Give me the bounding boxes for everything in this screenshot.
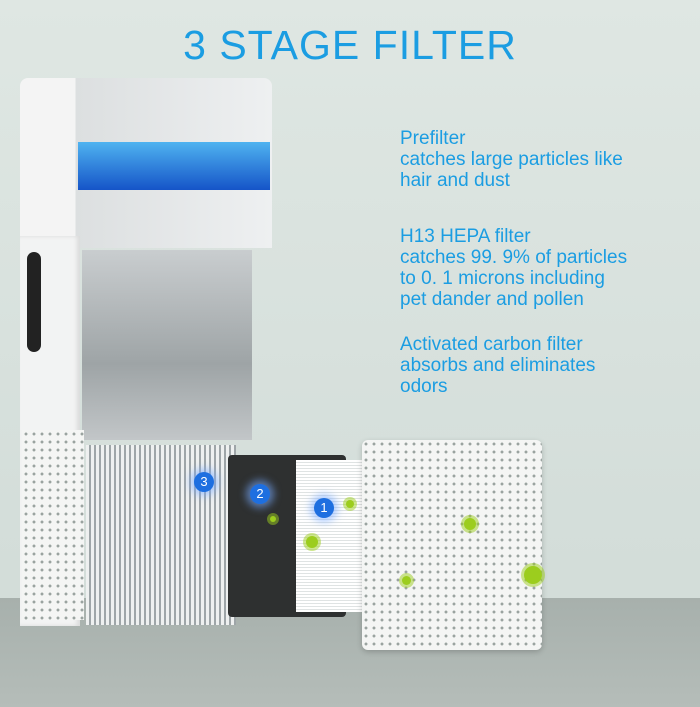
stage-name: Activated carbon filter [400,334,583,355]
germ-icon [402,576,411,585]
germ-icon [346,500,354,508]
prefilter-mesh [296,460,366,612]
hepa-cylinder [86,445,236,625]
germ-icon [524,566,542,584]
stage-name: H13 HEPA filter [400,226,531,247]
stage-desc: catches 99. 9% of particles to 0. 1 micr… [400,247,628,310]
stage-badge-1: 1 [314,498,334,518]
germ-icon [270,516,276,522]
stage-name: Prefilter [400,128,466,149]
page-title: 3 STAGE FILTER [183,22,517,68]
germ-icon [306,536,318,548]
water-level [78,142,270,190]
stage-badge-3: 3 [194,472,214,492]
germ-icon [464,518,476,530]
control-panel [27,252,41,352]
stage-desc: catches large particles like hair and du… [400,149,623,191]
outer-cover [362,440,542,650]
purifier-base-grille [22,430,84,620]
stage-desc: absorbs and eliminates odors [400,355,596,397]
inner-chamber [82,250,252,440]
stage-badge-2: 2 [250,484,270,504]
